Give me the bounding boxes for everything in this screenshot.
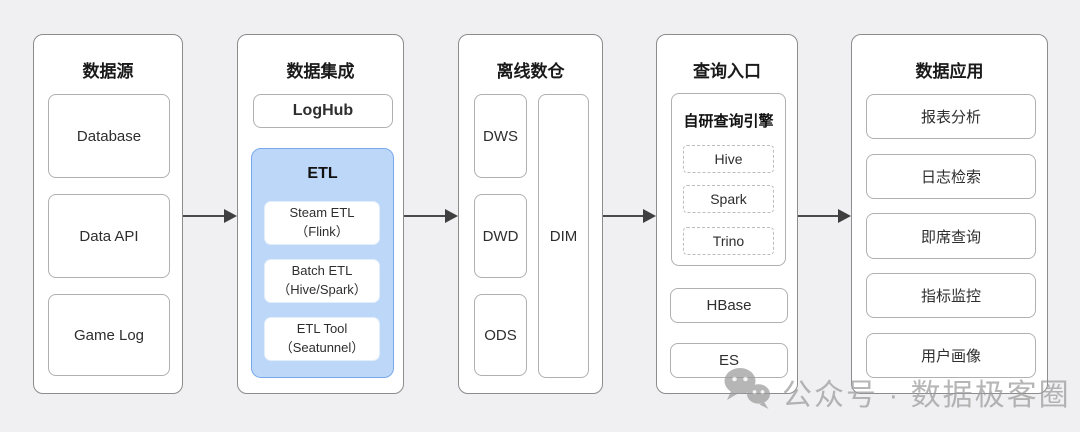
node-log-search: 日志检索 [866,154,1036,199]
node-spark: Spark [683,185,774,213]
group-query-engine-title: 自研查询引擎 [683,113,774,130]
node-database: Database [48,94,170,178]
node-loghub: LogHub [253,94,393,128]
arrow-head-icon [445,209,458,223]
node-report-analysis: 报表分析 [866,94,1036,139]
node-hive-label: Hive [714,151,743,167]
node-dws: DWS [474,94,527,178]
node-dwd: DWD [474,194,527,278]
node-hbase-label: HBase [706,297,752,314]
arrow-shaft [798,215,841,217]
panel-data-application-title: 数据应用 [915,62,984,81]
node-data-api-label: Data API [79,227,139,245]
node-etl-tool-line1: ETL Tool [296,321,348,337]
node-etl-tool: ETL Tool （Seatunnel） [264,317,380,361]
node-hive: Hive [683,145,774,173]
node-game-log: Game Log [48,294,170,376]
node-dws-label: DWS [483,127,518,145]
arrow-shaft [183,215,227,217]
arrow-head-icon [224,209,237,223]
flow-arrow-3 [603,209,656,223]
node-es-label: ES [718,352,739,369]
panel-offline-warehouse: 离线数仓 DWS DWD ODS DIM [458,34,603,394]
node-etl-tool-line2: （Seatunnel） [279,340,365,355]
node-database-label: Database [76,127,142,145]
panel-data-application: 数据应用 报表分析 日志检索 即席查询 指标监控 用户画像 [851,34,1048,394]
group-query-engine: 自研查询引擎 Hive Spark Trino [671,93,786,266]
node-adhoc-query: 即席查询 [866,213,1036,259]
node-metric-monitor-label: 指标监控 [920,288,981,305]
panel-query-entry: 查询入口 自研查询引擎 Hive Spark Trino HBase ES [656,34,798,394]
node-spark-label: Spark [710,191,747,207]
node-dim-label: DIM [549,227,578,245]
group-etl-title: ETL [307,165,338,182]
node-stream-etl-line2: （Flink） [295,224,349,239]
arrow-head-icon [643,209,656,223]
node-game-log-label: Game Log [73,326,145,344]
panel-datasource-title: 数据源 [82,62,134,81]
wechat-icon [722,366,772,417]
group-etl: ETL Steam ETL （Flink） Batch ETL （Hive/Sp… [251,148,394,378]
watermark: 公众号 · 数据极客圈 [722,366,1071,417]
arrow-head-icon [838,209,851,223]
node-loghub-label: LogHub [292,102,354,119]
node-dim: DIM [538,94,589,378]
node-batch-etl-line2: （Hive/Spark） [277,282,367,297]
node-report-analysis-label: 报表分析 [920,109,981,126]
node-trino: Trino [683,227,774,255]
arrow-shaft [404,215,448,217]
arrow-shaft [603,215,646,217]
panel-integration-title: 数据集成 [286,62,355,81]
flow-arrow-2 [404,209,458,223]
flow-arrow-1 [183,209,237,223]
node-log-search-label: 日志检索 [920,169,981,186]
node-batch-etl: Batch ETL （Hive/Spark） [264,259,380,303]
node-user-profile-label: 用户画像 [920,348,981,365]
panel-integration: 数据集成 LogHub ETL Steam ETL （Flink） Batch … [237,34,404,394]
watermark-text: 公众号 · 数据极客圈 [782,378,1071,412]
panel-datasource: 数据源 Database Data API Game Log [33,34,183,394]
node-adhoc-query-label: 即席查询 [920,228,981,246]
panel-offline-warehouse-title: 离线数仓 [496,62,565,81]
node-trino-label: Trino [712,233,745,249]
node-data-api: Data API [48,194,170,278]
node-stream-etl-line1: Steam ETL [289,205,355,221]
node-metric-monitor: 指标监控 [866,273,1036,318]
flow-arrow-4 [798,209,851,223]
node-ods-label: ODS [484,326,517,344]
node-ods: ODS [474,294,527,376]
node-batch-etl-line1: Batch ETL [291,263,353,279]
node-user-profile: 用户画像 [866,333,1036,378]
node-dwd-label: DWD [482,227,519,245]
node-stream-etl: Steam ETL （Flink） [264,201,380,245]
node-hbase: HBase [670,288,788,323]
panel-query-entry-title: 查询入口 [693,62,761,81]
